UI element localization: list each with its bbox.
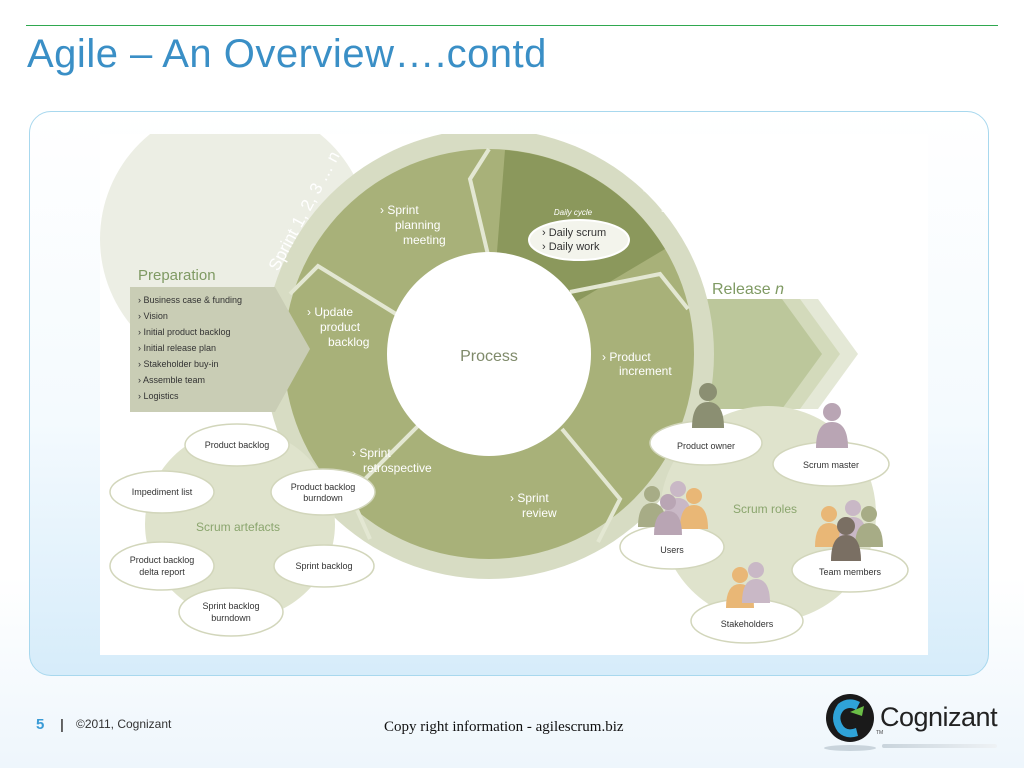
product-owner-icon bbox=[692, 383, 724, 428]
role-stakeholders: Stakeholders bbox=[721, 619, 774, 629]
svg-text:› Sprint: › Sprint bbox=[352, 446, 391, 460]
cognizant-logo: Cognizant TM bbox=[820, 690, 1000, 755]
svg-text:review: review bbox=[522, 506, 557, 520]
slide-title: Agile – An Overview….contd bbox=[27, 32, 547, 76]
team-members-icon bbox=[815, 500, 883, 561]
svg-text:› Sprint: › Sprint bbox=[510, 491, 549, 505]
footer-separator: | bbox=[60, 716, 64, 732]
artefact-delta-report: Product backlog bbox=[130, 555, 195, 565]
preparation-title: Preparation bbox=[138, 267, 216, 284]
agile-scrum-diagram: Release n Process Sprint 1, 2, 3 … n Spr… bbox=[100, 134, 928, 655]
roles-label: Scrum roles bbox=[733, 502, 797, 516]
preparation-arrow bbox=[130, 287, 310, 412]
artefact-sprint-backlog: Sprint backlog bbox=[295, 561, 352, 571]
stage-product-increment: › Product increment bbox=[602, 350, 672, 378]
svg-text:› Initial release plan: › Initial release plan bbox=[138, 343, 216, 353]
svg-text:increment: increment bbox=[619, 364, 672, 378]
svg-text:› Stakeholder buy-in: › Stakeholder buy-in bbox=[138, 359, 219, 369]
source-note: Copy right information - agilescrum.biz bbox=[384, 719, 624, 735]
role-product-owner: Product owner bbox=[677, 441, 735, 451]
role-users: Users bbox=[660, 545, 684, 555]
svg-text:› Sprint: › Sprint bbox=[380, 203, 419, 217]
svg-text:retrospective: retrospective bbox=[363, 461, 432, 475]
stage-sprint-review: › Sprint review bbox=[510, 491, 557, 520]
svg-text:› Update: › Update bbox=[307, 305, 353, 319]
release-chevrons bbox=[700, 299, 858, 409]
daily-cycle-bubble bbox=[528, 219, 630, 261]
users-icon bbox=[638, 481, 708, 535]
release-label: Release n bbox=[712, 281, 784, 298]
stage-sprint-retrospective: › Sprint retrospective bbox=[352, 446, 432, 475]
artefact-backlog-burndown-2: burndown bbox=[303, 493, 343, 503]
preparation-list: › Business case & funding › Vision › Ini… bbox=[138, 295, 242, 401]
artefact-delta-report-2: delta report bbox=[139, 567, 185, 577]
svg-text:› Initial product backlog: › Initial product backlog bbox=[138, 327, 231, 337]
stage-sprint-planning: › Sprint planning meeting bbox=[380, 203, 446, 247]
stakeholders-icon bbox=[726, 562, 770, 608]
stage-separators bbox=[288, 147, 690, 543]
stage-update-backlog: › Update product backlog bbox=[307, 305, 369, 349]
role-bubbles bbox=[619, 420, 909, 644]
artefact-backlog-burndown: Product backlog bbox=[291, 482, 356, 492]
artefacts-label: Scrum artefacts bbox=[196, 520, 280, 534]
daily-cycle-label: Daily cycle bbox=[554, 208, 593, 217]
svg-text:product: product bbox=[320, 320, 361, 334]
role-team-members: Team members bbox=[819, 567, 882, 577]
svg-text:backlog: backlog bbox=[328, 335, 369, 349]
top-rule bbox=[26, 25, 998, 26]
svg-text:› Assemble team: › Assemble team bbox=[138, 375, 205, 385]
role-scrum-master: Scrum master bbox=[803, 460, 859, 470]
process-center bbox=[387, 252, 591, 456]
page-number: 5 bbox=[36, 716, 45, 733]
svg-text:› Vision: › Vision bbox=[138, 311, 168, 321]
svg-text:› Product: › Product bbox=[602, 350, 651, 364]
daily-scrum-label: › Daily scrum bbox=[542, 227, 606, 239]
svg-text:planning: planning bbox=[395, 218, 440, 232]
svg-text:› Logistics: › Logistics bbox=[138, 391, 179, 401]
artefact-bubbles bbox=[109, 423, 376, 637]
scrum-master-icon bbox=[816, 403, 848, 448]
process-label: Process bbox=[460, 348, 518, 365]
artefact-product-backlog: Product backlog bbox=[205, 440, 270, 450]
copyright-text: ©2011, Cognizant bbox=[76, 717, 172, 731]
artefact-sprint-burndown-2: burndown bbox=[211, 613, 251, 623]
logo-wordmark: Cognizant bbox=[880, 702, 998, 732]
artefact-impediment-list: Impediment list bbox=[132, 487, 193, 497]
daily-work-label: › Daily work bbox=[542, 241, 600, 253]
cognizant-globe-icon bbox=[824, 694, 876, 751]
logo-trademark: TM bbox=[876, 730, 884, 736]
artefact-sprint-burndown: Sprint backlog bbox=[202, 601, 259, 611]
logo-underline bbox=[882, 744, 997, 748]
svg-text:meeting: meeting bbox=[403, 233, 446, 247]
svg-text:› Business case & funding: › Business case & funding bbox=[138, 295, 242, 305]
